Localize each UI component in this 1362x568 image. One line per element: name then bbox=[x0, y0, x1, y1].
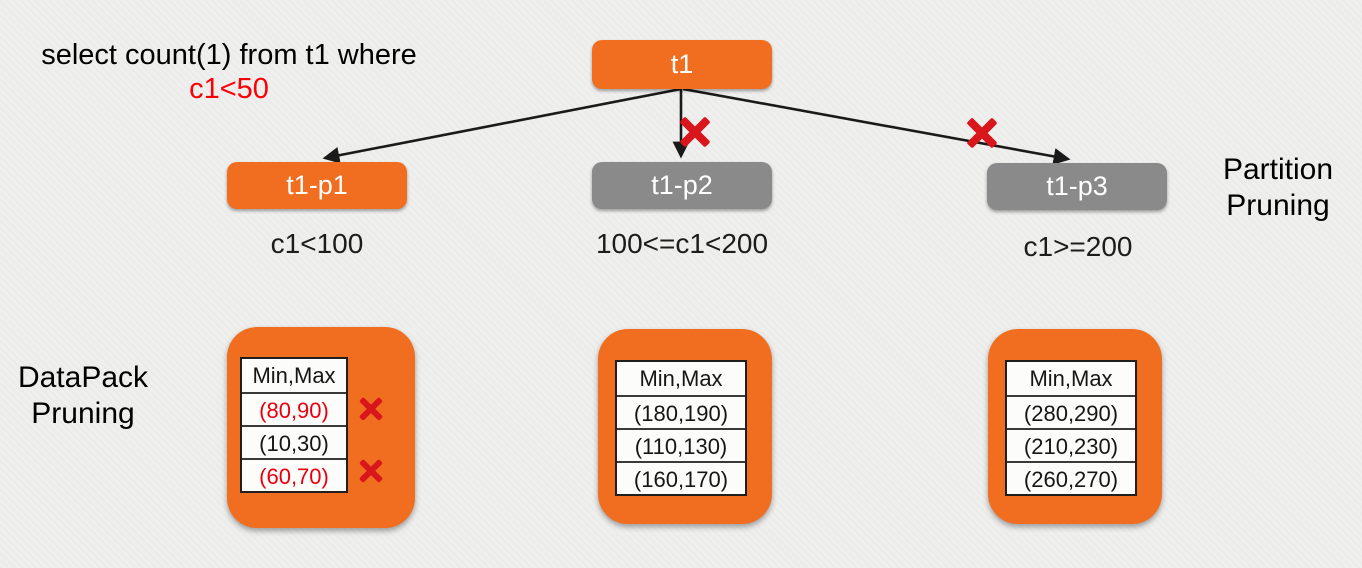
partition-pruning-label: Partition Pruning bbox=[1198, 152, 1358, 224]
minmax-table: Min,Max (180,190) (110,130) (160,170) bbox=[615, 360, 747, 496]
query-text: select count(1) from t1 where c1<50 bbox=[8, 38, 450, 106]
datapack-row: (160,170) bbox=[617, 461, 745, 494]
root-node-label: t1 bbox=[670, 49, 694, 79]
pruned-x-icon bbox=[357, 457, 385, 485]
partition-node-t1-p3: t1-p3 bbox=[987, 163, 1167, 210]
datapack-card-t1-p3: Min,Max (280,290) (210,230) (260,270) bbox=[988, 329, 1162, 524]
datapack-card-t1-p2: Min,Max (180,190) (110,130) (160,170) bbox=[598, 329, 772, 524]
datapack-row: (210,230) bbox=[1007, 428, 1135, 461]
datapack-pruning-line1: DataPack bbox=[17, 361, 149, 394]
pruned-x-icon bbox=[357, 395, 385, 423]
datapack-pruning-line2: Pruning bbox=[31, 397, 135, 430]
datapack-row: (10,30) bbox=[242, 425, 346, 458]
root-node-t1: t1 bbox=[592, 40, 772, 89]
partition-pruning-line1: Partition bbox=[1222, 153, 1334, 186]
minmax-header: Min,Max bbox=[639, 366, 723, 391]
partition-node-t1-p1: t1-p1 bbox=[227, 162, 407, 209]
datapack-row: (110,130) bbox=[617, 428, 745, 461]
pruned-x-icon bbox=[677, 114, 713, 150]
minmax-table: Min,Max (80,90) (10,30) (60,70) bbox=[240, 357, 348, 493]
datapack-row: (280,290) bbox=[1007, 395, 1135, 428]
datapack-row: (80,90) bbox=[242, 392, 346, 425]
partition-label: t1-p2 bbox=[651, 170, 713, 200]
pruned-x-icon bbox=[964, 115, 1000, 151]
datapack-pruning-label: DataPack Pruning bbox=[0, 360, 166, 432]
query-line1: select count(1) from t1 where bbox=[41, 39, 417, 71]
query-predicate: c1<50 bbox=[189, 73, 269, 105]
condition-label-p3: c1>=200 bbox=[1023, 231, 1133, 262]
partition-node-t1-p2: t1-p2 bbox=[592, 162, 772, 209]
minmax-header: Min,Max bbox=[1029, 366, 1113, 391]
minmax-header: Min,Max bbox=[252, 363, 336, 388]
datapack-row: (260,270) bbox=[1007, 461, 1135, 494]
partition-pruning-line2: Pruning bbox=[1226, 189, 1330, 222]
arrow-t1-to-p3 bbox=[682, 87, 1071, 165]
arrow-t1-to-p1 bbox=[322, 87, 682, 164]
condition-label-p1: c1<100 bbox=[270, 228, 364, 259]
datapack-row: (60,70) bbox=[242, 458, 346, 491]
datapack-row: (180,190) bbox=[617, 395, 745, 428]
minmax-table: Min,Max (280,290) (210,230) (260,270) bbox=[1005, 360, 1137, 496]
partition-label: t1-p3 bbox=[1046, 171, 1108, 201]
datapack-card-t1-p1: Min,Max (80,90) (10,30) (60,70) bbox=[227, 327, 415, 528]
condition-label-p2: 100<=c1<200 bbox=[595, 228, 769, 259]
partition-label: t1-p1 bbox=[286, 170, 348, 200]
